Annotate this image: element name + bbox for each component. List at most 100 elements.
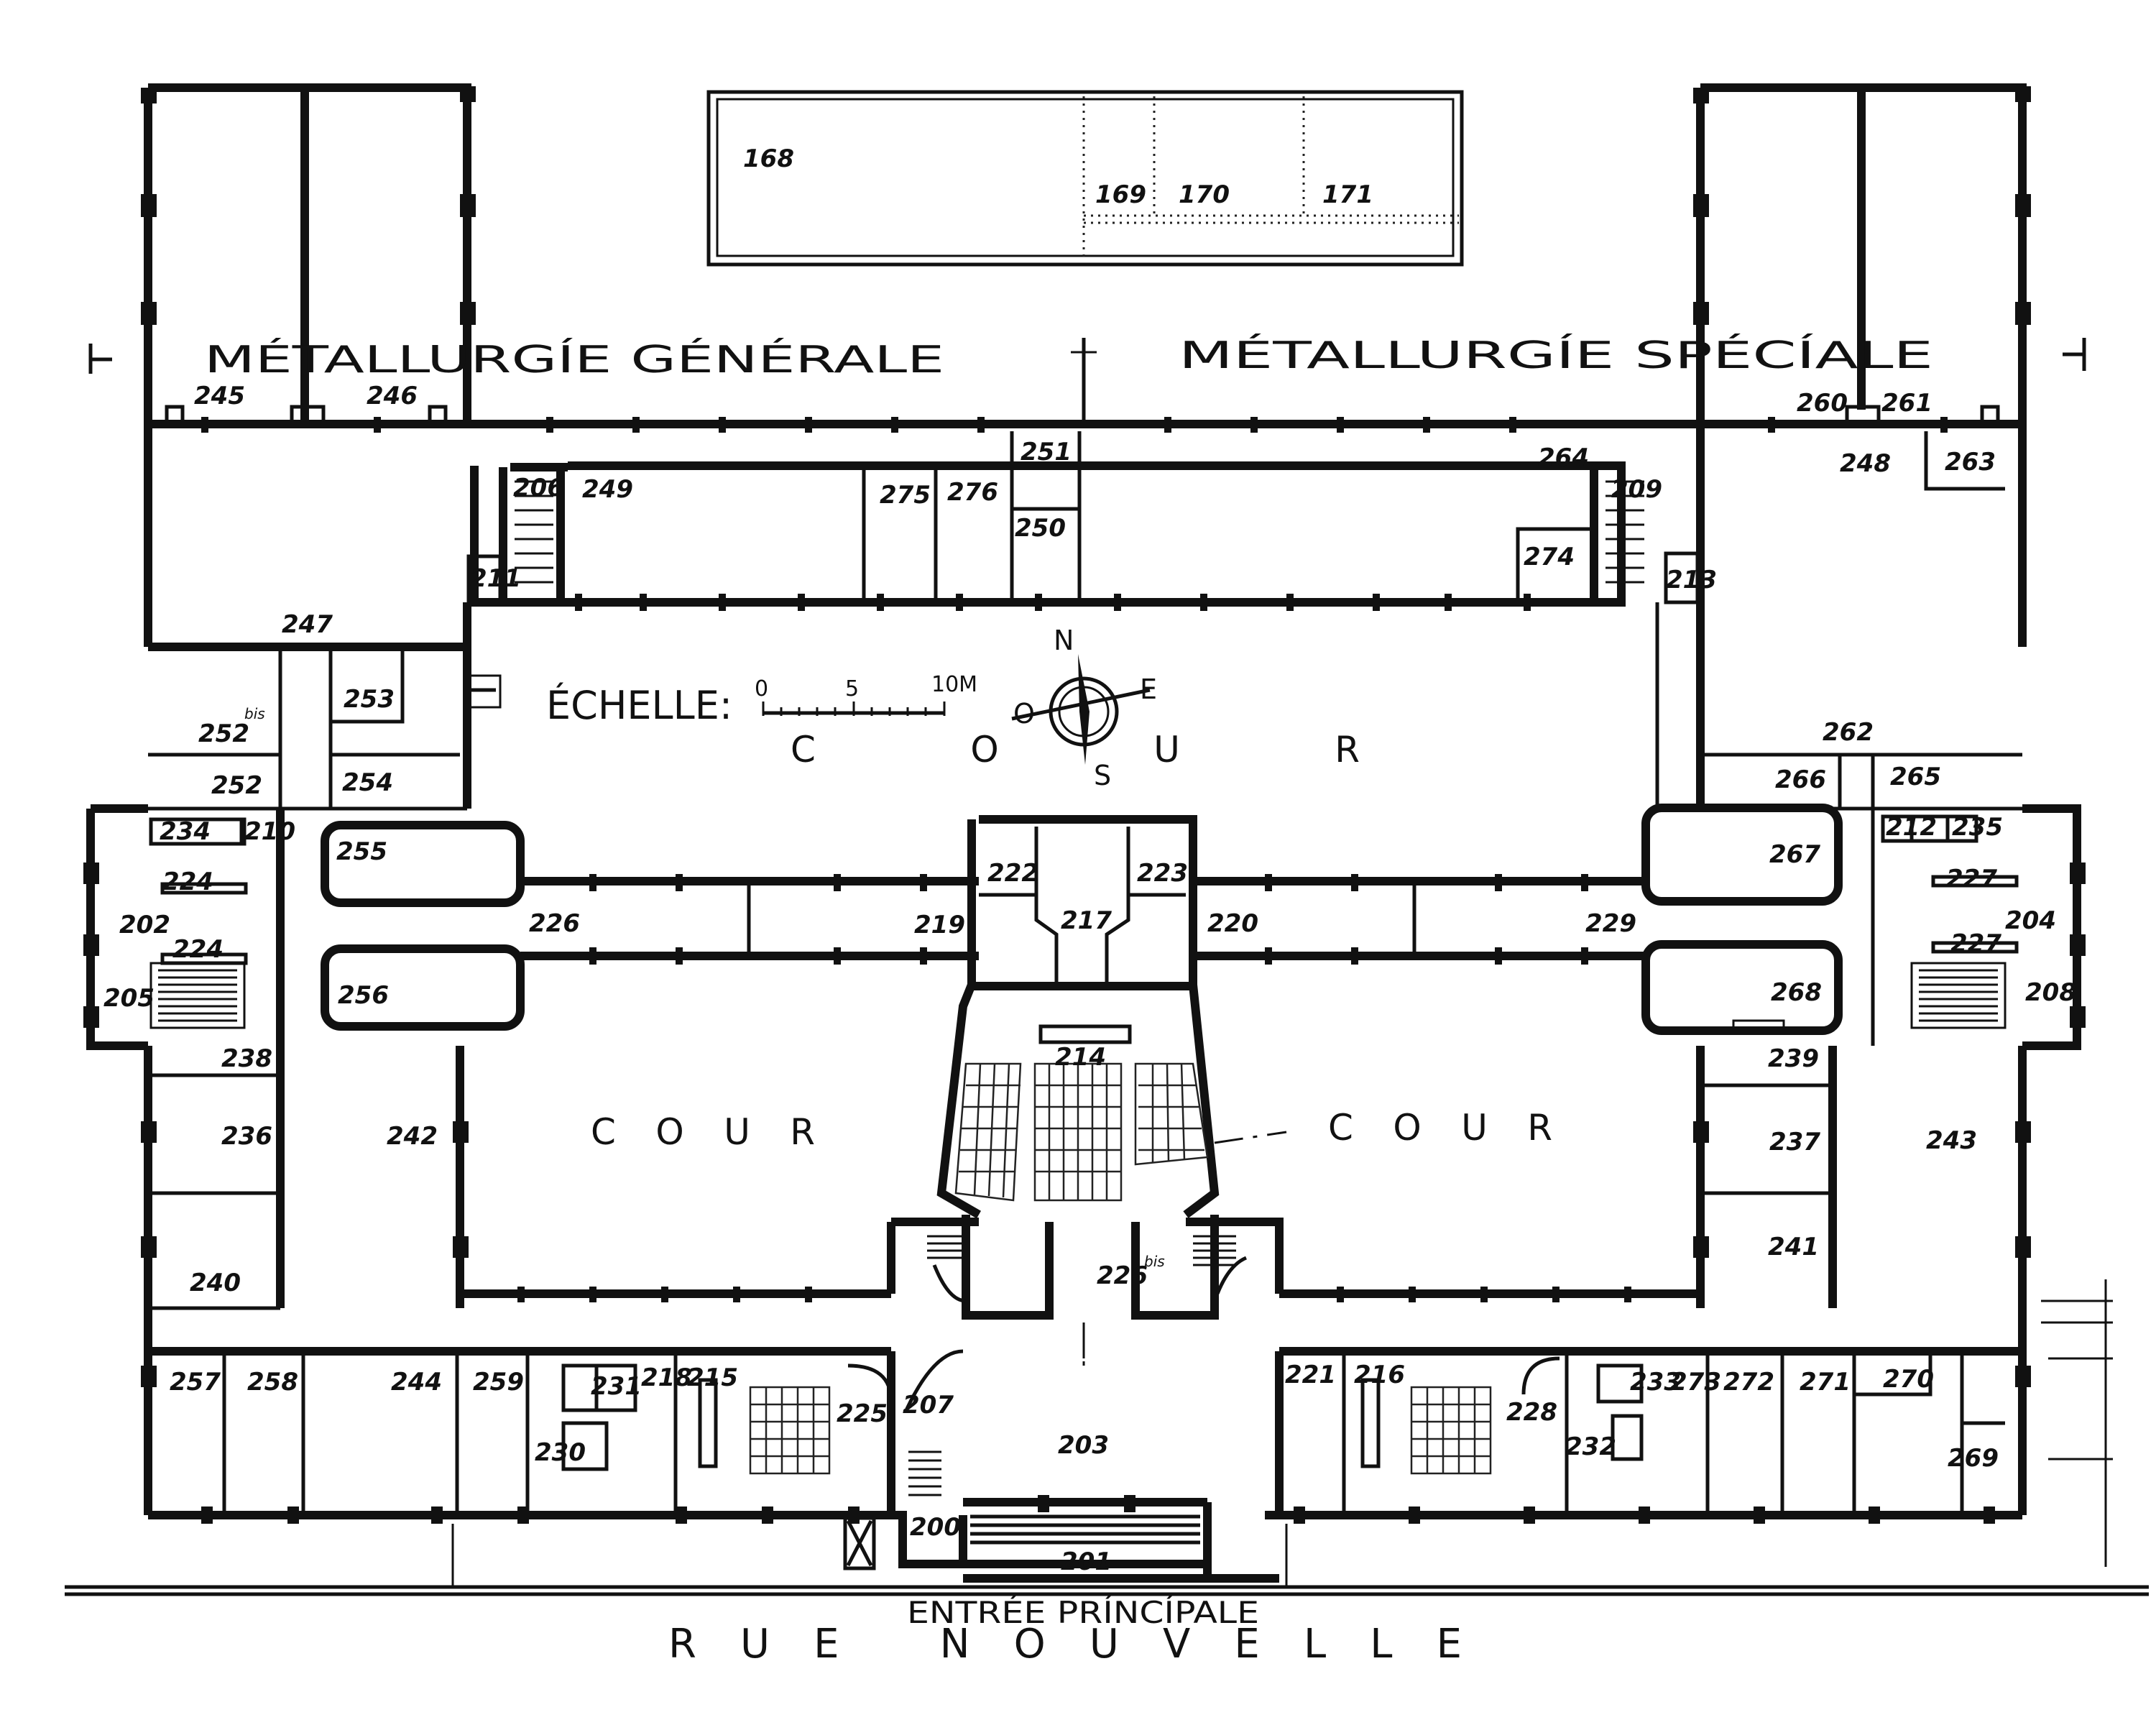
compass-west: O bbox=[1013, 698, 1035, 730]
room-247: 247 bbox=[282, 610, 333, 639]
room-221: 221 bbox=[1285, 1361, 1336, 1389]
room-261: 261 bbox=[1881, 389, 1932, 418]
room-255: 255 bbox=[336, 837, 387, 866]
east-range bbox=[1193, 424, 2113, 1567]
room-202: 202 bbox=[119, 911, 170, 939]
wing-label-left: MÉTALLURGÍE GÉNÉRALE bbox=[204, 338, 944, 382]
room-232: 232 bbox=[1565, 1432, 1616, 1461]
room-262: 262 bbox=[1823, 718, 1874, 747]
room-170: 170 bbox=[1179, 180, 1230, 209]
room-225: 225 bbox=[837, 1399, 888, 1428]
room-209: 209 bbox=[1611, 475, 1662, 504]
room-253: 253 bbox=[344, 685, 395, 714]
south-range bbox=[65, 1347, 2149, 1596]
compass-rose bbox=[1011, 654, 1151, 765]
room-235: 235 bbox=[1952, 813, 2003, 842]
room-263: 263 bbox=[1945, 448, 1996, 477]
scale-bar bbox=[762, 702, 946, 716]
room-266: 266 bbox=[1775, 765, 1826, 794]
north-right-wing bbox=[1693, 83, 2031, 425]
room-256: 256 bbox=[338, 981, 389, 1010]
room-239: 239 bbox=[1768, 1044, 1819, 1073]
scale-tick-10m: 10M bbox=[931, 672, 977, 697]
room-249: 249 bbox=[582, 475, 633, 504]
room-216: 216 bbox=[1354, 1361, 1405, 1389]
room-252-bis: 252 bbox=[198, 719, 249, 748]
room-260: 260 bbox=[1797, 389, 1848, 418]
room-250: 250 bbox=[1015, 514, 1066, 543]
room-227-upper: 227 bbox=[1946, 865, 1997, 893]
room-244: 244 bbox=[391, 1368, 442, 1397]
room-212: 212 bbox=[1886, 813, 1937, 842]
room-240: 240 bbox=[190, 1269, 241, 1297]
scale-tick-5: 5 bbox=[845, 676, 859, 702]
room-230: 230 bbox=[535, 1438, 586, 1467]
room-270: 270 bbox=[1883, 1365, 1934, 1394]
scale-title: ÉCHELLE: bbox=[546, 683, 732, 728]
room-272: 272 bbox=[1723, 1368, 1774, 1397]
room-265: 265 bbox=[1890, 763, 1941, 791]
room-219: 219 bbox=[914, 911, 965, 939]
room-217: 217 bbox=[1061, 906, 1112, 935]
compass-east: E bbox=[1140, 673, 1157, 705]
north-left-wing bbox=[141, 83, 476, 425]
room-203: 203 bbox=[1058, 1431, 1109, 1460]
room-243: 243 bbox=[1926, 1126, 1977, 1155]
room-168: 168 bbox=[743, 144, 794, 173]
room-207: 207 bbox=[903, 1391, 954, 1420]
courtyard-southwest: COUR bbox=[591, 1111, 864, 1153]
room-215: 215 bbox=[687, 1363, 738, 1392]
courtyard-southeast: COUR bbox=[1328, 1107, 1601, 1149]
room-276: 276 bbox=[947, 478, 998, 507]
room-226: 226 bbox=[529, 909, 580, 938]
room-254: 254 bbox=[342, 768, 393, 797]
room-237: 237 bbox=[1769, 1128, 1820, 1156]
room-234: 234 bbox=[160, 817, 211, 846]
wing-label-right: MÉTALLURGÍE SPÉCÍALE bbox=[1179, 334, 1933, 377]
room-275: 275 bbox=[880, 481, 931, 510]
room-204: 204 bbox=[2005, 906, 2056, 935]
room-273: 273 bbox=[1670, 1368, 1721, 1397]
room-228: 228 bbox=[1506, 1398, 1557, 1427]
room-226-bis: 226 bbox=[1097, 1261, 1148, 1290]
room-231: 231 bbox=[591, 1372, 642, 1401]
room-274: 274 bbox=[1524, 543, 1575, 571]
room-267: 267 bbox=[1769, 840, 1820, 869]
room-242: 242 bbox=[387, 1122, 438, 1151]
room-210: 210 bbox=[244, 817, 295, 846]
room-213: 213 bbox=[1666, 566, 1717, 594]
scale-tick-0: 0 bbox=[755, 676, 768, 702]
room-268: 268 bbox=[1771, 978, 1822, 1007]
room-258: 258 bbox=[247, 1368, 298, 1397]
room-236: 236 bbox=[221, 1122, 272, 1151]
room-211: 211 bbox=[470, 564, 521, 593]
room-206: 206 bbox=[513, 474, 564, 502]
central-block bbox=[887, 815, 1287, 1366]
annex-building bbox=[706, 90, 1464, 267]
room-264: 264 bbox=[1538, 443, 1589, 472]
compass-south: S bbox=[1094, 760, 1111, 791]
room-259: 259 bbox=[473, 1368, 524, 1397]
room-171: 171 bbox=[1322, 180, 1373, 209]
room-252: 252 bbox=[211, 771, 262, 800]
room-241: 241 bbox=[1768, 1233, 1819, 1261]
room-269: 269 bbox=[1948, 1444, 1999, 1473]
west-range bbox=[83, 602, 979, 1515]
room-248: 248 bbox=[1840, 449, 1891, 478]
room-214: 214 bbox=[1055, 1043, 1106, 1072]
room-169: 169 bbox=[1095, 180, 1146, 209]
room-245: 245 bbox=[194, 382, 245, 410]
room-233: 233 bbox=[1630, 1368, 1681, 1397]
room-271: 271 bbox=[1800, 1368, 1851, 1397]
room-246: 246 bbox=[367, 382, 418, 410]
room-208: 208 bbox=[2025, 978, 2076, 1007]
seating-grid bbox=[954, 1062, 1209, 1202]
room-257: 257 bbox=[170, 1368, 221, 1397]
room-218: 218 bbox=[641, 1363, 692, 1392]
room-201: 201 bbox=[1061, 1547, 1112, 1576]
room-220: 220 bbox=[1207, 909, 1258, 938]
room-226-bis-mark: bis bbox=[1144, 1253, 1165, 1270]
room-251: 251 bbox=[1021, 438, 1072, 466]
room-227-lower: 227 bbox=[1950, 929, 2001, 958]
